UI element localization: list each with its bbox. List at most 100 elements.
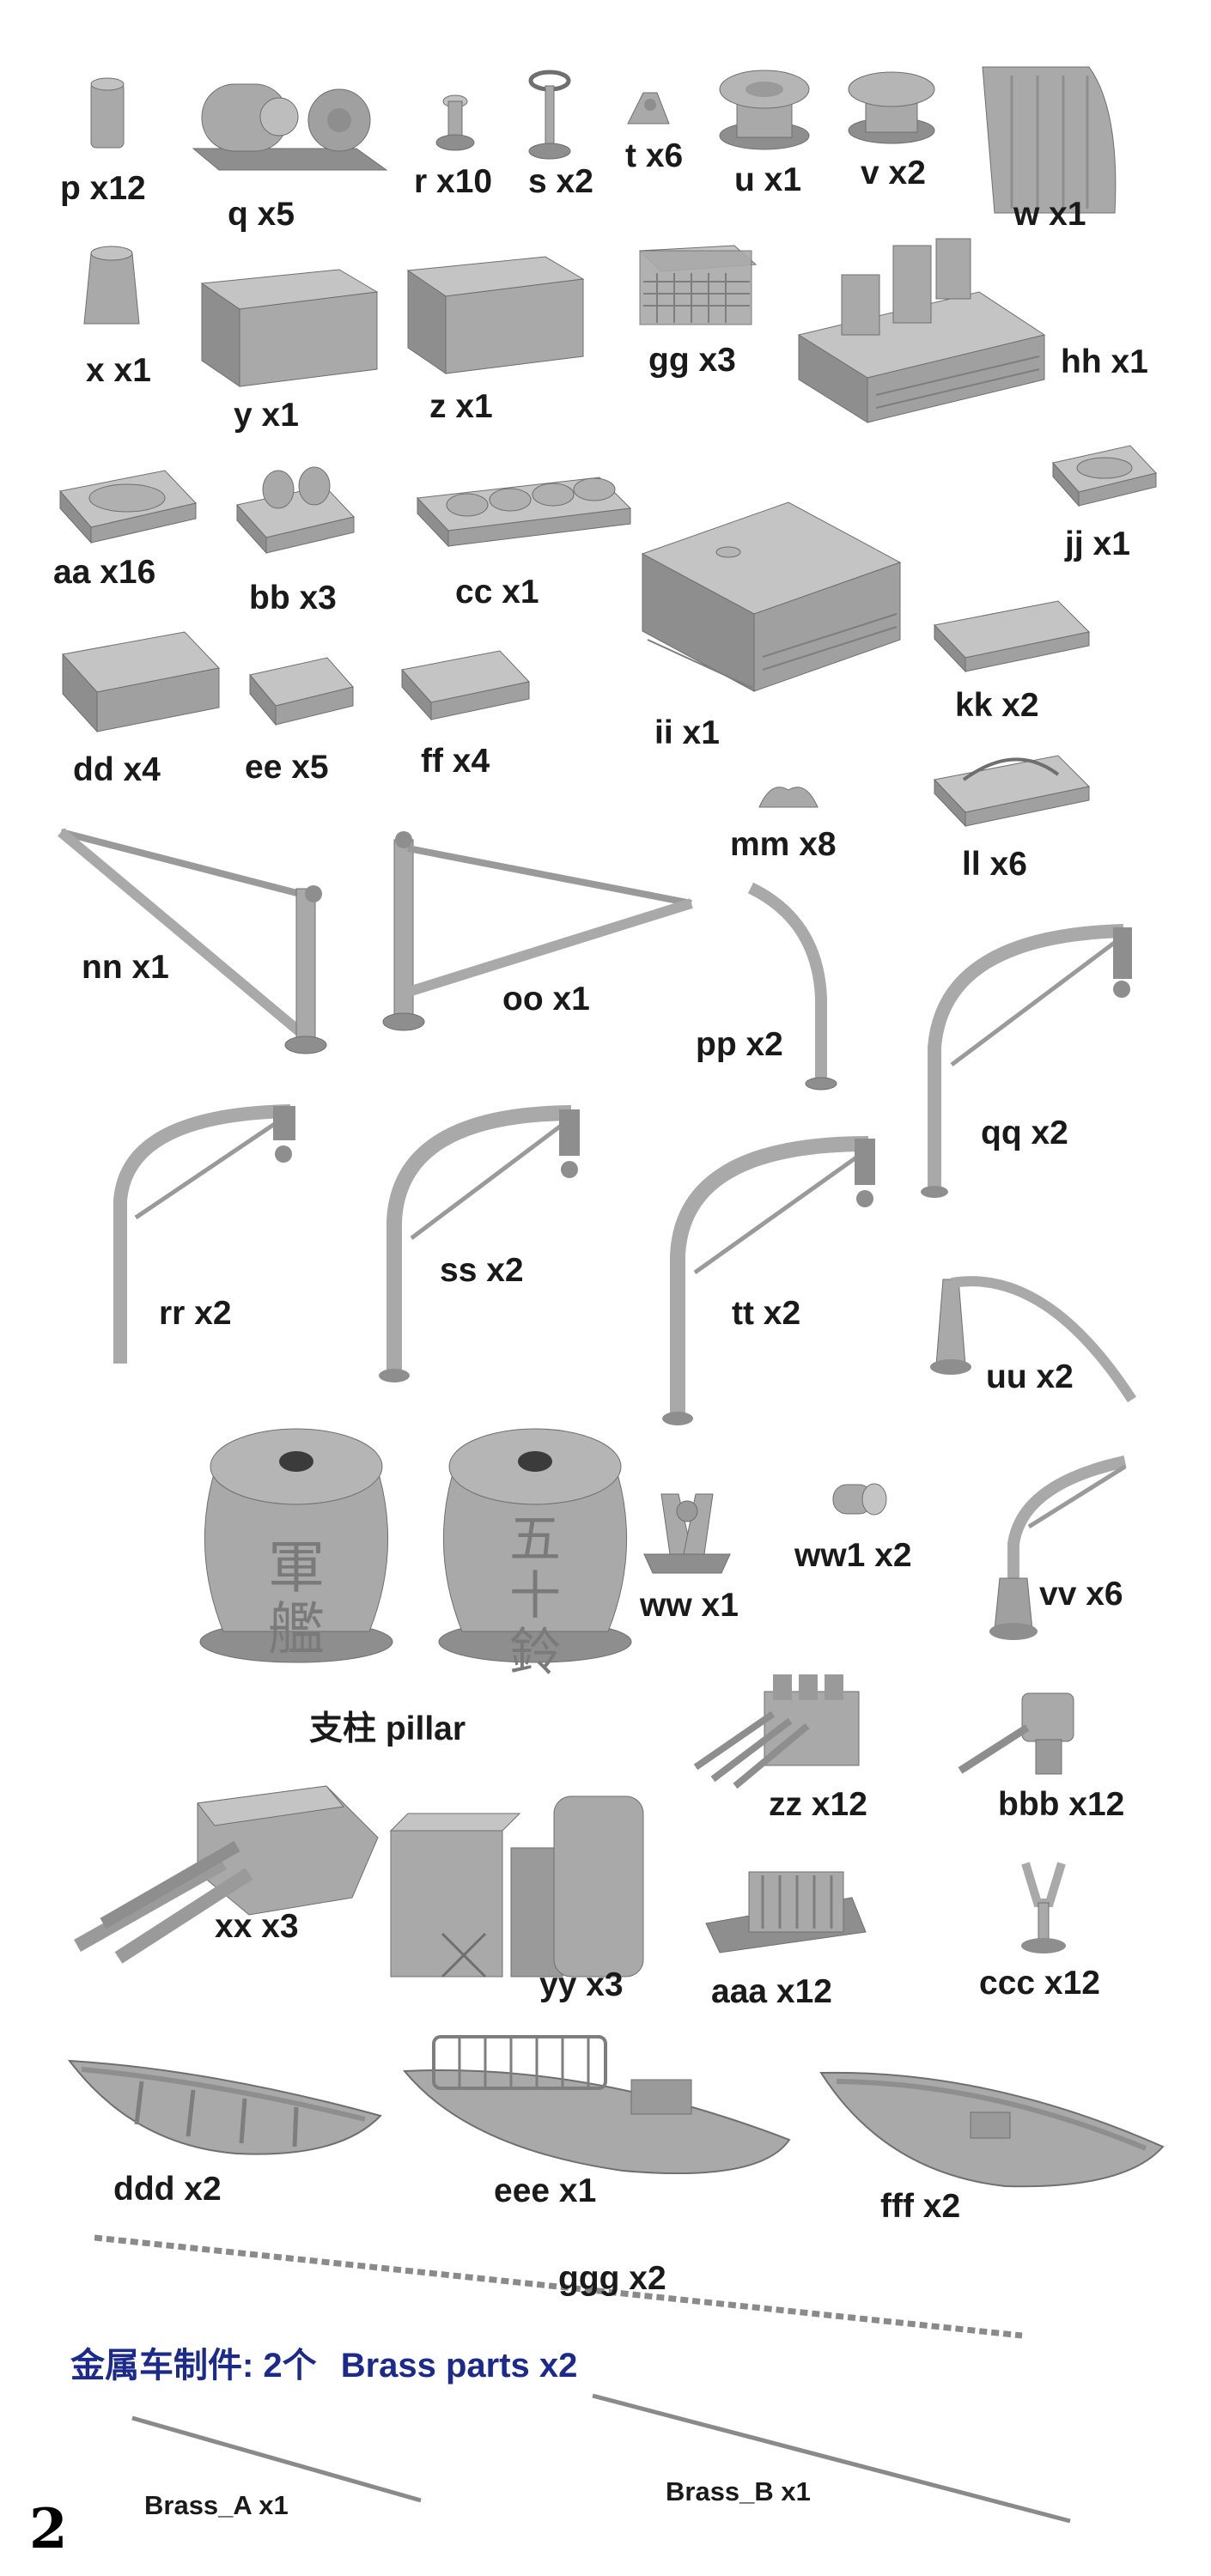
capstan-icon xyxy=(848,71,935,144)
davit-icon xyxy=(989,1455,1127,1640)
part-vv xyxy=(979,1449,1134,1656)
part-p xyxy=(86,76,129,153)
part-tt xyxy=(648,1127,880,1427)
part-label-s: s x2 xyxy=(528,163,593,200)
part-r xyxy=(434,93,477,153)
part-ww xyxy=(636,1477,739,1580)
part-label-ff: ff x4 xyxy=(421,743,490,780)
part-v xyxy=(840,62,943,148)
part-uu xyxy=(917,1262,1142,1413)
part-label-ee: ee x5 xyxy=(245,749,329,786)
part-yy xyxy=(382,1788,653,1981)
part-hh xyxy=(790,232,1048,429)
page-number: 2 xyxy=(29,2497,68,2561)
part-x xyxy=(79,245,144,331)
mount-bracket-icon xyxy=(643,1493,731,1574)
pillar-right xyxy=(428,1417,642,1666)
brass-a-label: Brass_A x1 xyxy=(144,2490,289,2520)
hatch-icon xyxy=(1052,445,1157,507)
part-ll xyxy=(929,745,1092,831)
part-ii xyxy=(634,485,904,696)
director-tower-icon xyxy=(389,1795,644,1978)
triple-aa-gun-icon xyxy=(693,1674,860,1789)
part-label-bbb: bbb x12 xyxy=(998,1786,1125,1823)
searchlight-icon xyxy=(832,1483,887,1516)
part-label-pp: pp x2 xyxy=(696,1026,783,1063)
part-q xyxy=(185,67,391,179)
lifeboat-icon xyxy=(67,2059,382,2155)
part-ss xyxy=(365,1101,584,1384)
part-ww1 xyxy=(825,1473,893,1524)
part-gg xyxy=(631,239,760,333)
part-s xyxy=(526,69,573,163)
grille-platform-icon xyxy=(797,238,1046,423)
pillar-left-text: 軍艦 xyxy=(268,1534,325,1662)
part-label-u: u x1 xyxy=(734,161,802,198)
part-y xyxy=(193,258,382,395)
part-label-vv: vv x6 xyxy=(1039,1576,1123,1613)
motor-launch-icon xyxy=(402,2035,791,2175)
part-rr xyxy=(93,1089,307,1372)
part-label-eee: eee x1 xyxy=(494,2172,597,2209)
part-label-ddd: ddd x2 xyxy=(113,2171,222,2208)
capstan-icon xyxy=(719,70,810,150)
boat-crane-icon xyxy=(921,924,1132,1198)
part-xx xyxy=(69,1777,386,1966)
bollard-post-icon xyxy=(435,94,475,151)
hatch-icon xyxy=(249,657,354,726)
part-eee xyxy=(399,2028,794,2187)
part-ddd xyxy=(64,2052,386,2164)
part-label-yy: yy x3 xyxy=(539,1966,624,2003)
part-label-p: p x12 xyxy=(60,170,146,207)
part-label-mm: mm x8 xyxy=(730,826,837,863)
part-label-nn: nn x1 xyxy=(82,949,169,986)
part-fff xyxy=(816,2061,1168,2194)
part-pp xyxy=(740,878,852,1092)
part-label-kk: kk x2 xyxy=(955,687,1039,724)
single-aa-gun-icon xyxy=(958,1692,1074,1775)
part-label-ww: ww x1 xyxy=(640,1587,739,1624)
part-label-ggg: ggg x2 xyxy=(558,2260,666,2297)
grille-house-icon xyxy=(641,501,902,692)
part-kk xyxy=(929,591,1092,677)
fork-stand-icon xyxy=(1021,1862,1066,1953)
hatch-icon xyxy=(62,631,220,733)
hatch-icon xyxy=(401,650,530,721)
ventilator-cowl-icon xyxy=(83,246,140,325)
valve-wheel-stand-icon xyxy=(528,70,571,160)
cylinder-part-icon xyxy=(90,77,125,149)
part-oo xyxy=(374,823,700,1033)
brass-title-en: Brass parts x2 xyxy=(340,2347,578,2385)
hatch-icon xyxy=(59,470,197,544)
part-label-oo: oo x1 xyxy=(502,981,590,1018)
part-nn xyxy=(47,811,331,1060)
part-label-ii: ii x1 xyxy=(654,714,720,751)
part-label-uu: uu x2 xyxy=(986,1358,1074,1395)
davit-icon xyxy=(747,882,837,1091)
part-label-rr: rr x2 xyxy=(159,1295,232,1332)
gun-mount-icon xyxy=(705,1871,867,1953)
boat-crane-icon xyxy=(113,1104,295,1364)
part-label-aaa: aaa x12 xyxy=(711,1973,832,2010)
anchor-chain-icon xyxy=(94,2234,1023,2339)
part-u xyxy=(713,60,816,155)
part-label-v: v x2 xyxy=(861,155,926,191)
part-ff xyxy=(397,637,534,723)
cleat-icon xyxy=(758,787,818,808)
part-label-ww1: ww1 x2 xyxy=(794,1537,912,1574)
hatch-icon xyxy=(934,600,1091,673)
part-label-ccc: ccc x12 xyxy=(979,1965,1100,2002)
brass-b-label: Brass_B x1 xyxy=(666,2476,811,2506)
grille-house-icon xyxy=(638,245,758,325)
part-label-hh: hh x1 xyxy=(1061,343,1148,380)
pillar-label: 支柱 pillar xyxy=(309,1710,466,1747)
part-t xyxy=(623,86,674,129)
curved-shield-icon xyxy=(982,66,1117,214)
part-aaa xyxy=(697,1863,869,1958)
derrick-icon xyxy=(382,831,693,1031)
part-dd xyxy=(56,620,223,736)
part-label-q: q x5 xyxy=(228,196,295,233)
fairlead-bracket-icon xyxy=(627,92,670,125)
part-w xyxy=(977,58,1123,217)
